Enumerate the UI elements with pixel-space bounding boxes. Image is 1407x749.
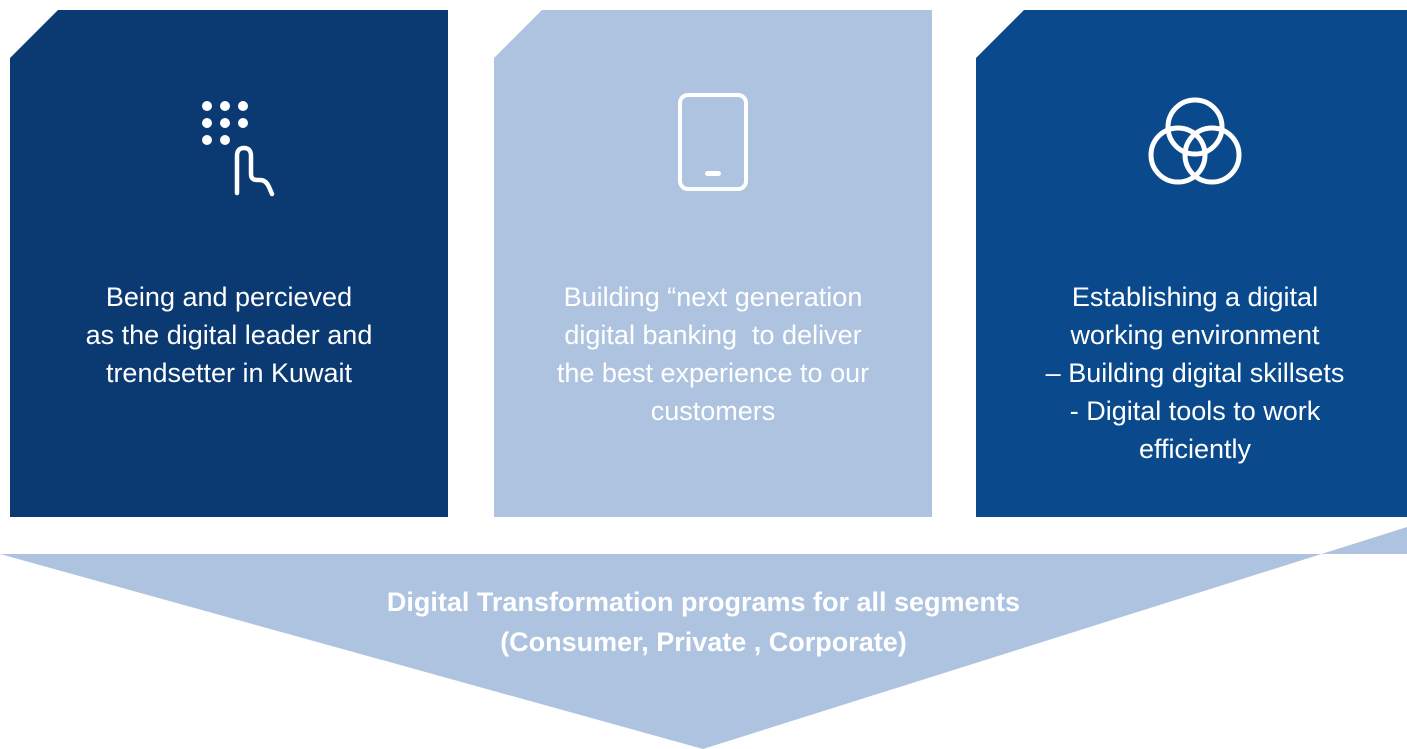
pillar-text-line: as the digital leader and: [85, 320, 373, 350]
transformation-banner: Digital Transformation programs for all …: [0, 527, 1407, 749]
pillar-text-line: working environment: [1070, 320, 1320, 350]
pillar-text-line: Being and percieved: [105, 282, 353, 312]
pillar-text: Establishing a digital working environme…: [996, 278, 1394, 468]
pillar-text-line: customers: [650, 396, 776, 426]
pillar-text-line: Establishing a digital: [1071, 282, 1319, 312]
pillar-card-digital-workplace: Establishing a digital working environme…: [976, 10, 1407, 517]
pillar-text: Building “next generation digital bankin…: [514, 278, 912, 430]
pillar-text-line: digital banking to deliver: [564, 320, 862, 350]
banner-text: Digital Transformation programs for all …: [0, 582, 1407, 662]
pillar-text-line: - Digital tools to work: [1069, 396, 1321, 426]
pillar-text-line: the best experience to our: [556, 358, 870, 388]
pillar-text: Being and percieved as the digital leade…: [30, 278, 428, 392]
three-circles-icon: [1140, 92, 1250, 202]
banner-text-line: (Consumer, Private , Corporate): [500, 627, 907, 657]
pillar-text-line: Building “next generation: [563, 282, 863, 312]
funnel-arrow-shape: [0, 527, 1407, 749]
pillar-card-next-gen-banking: Building “next generation digital bankin…: [494, 10, 932, 517]
pillar-text-line: efficiently: [1138, 434, 1252, 464]
pillar-text-line: trendsetter in Kuwait: [105, 358, 353, 388]
banner-text-line: Digital Transformation programs for all …: [386, 587, 1021, 617]
touch-gesture-icon: [174, 92, 284, 202]
pillar-text-line: – Building digital skillsets: [1045, 358, 1345, 388]
pillar-card-digital-leader: Being and percieved as the digital leade…: [10, 10, 448, 517]
tablet-icon: [658, 92, 768, 202]
